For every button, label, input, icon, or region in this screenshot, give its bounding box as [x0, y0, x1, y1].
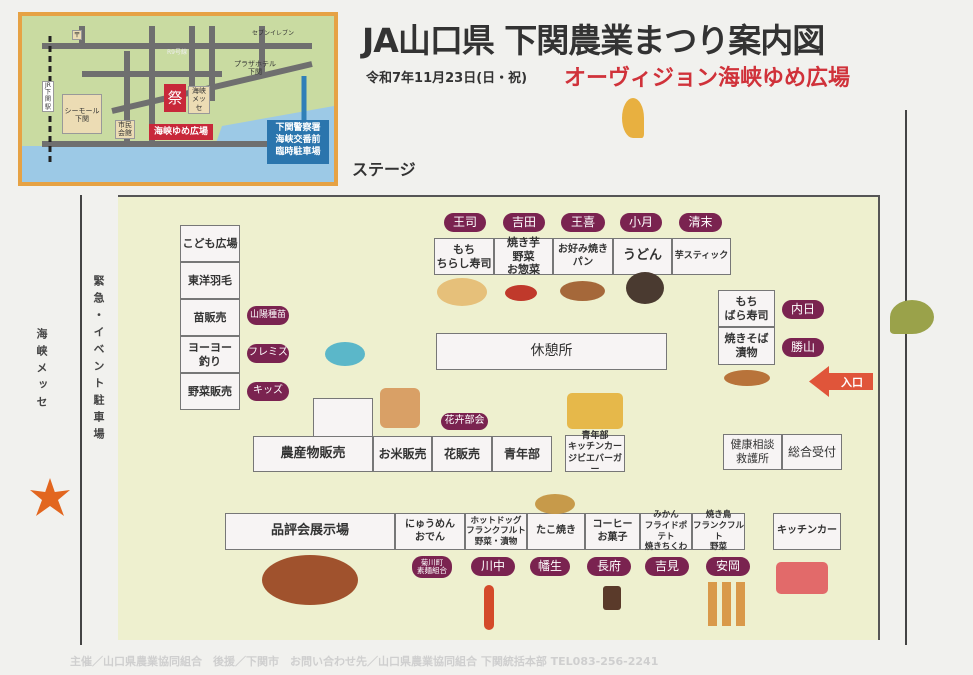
stall: みかん フライドポテト 焼きちくわ — [640, 510, 692, 552]
vendor-pill: 小月 — [620, 213, 662, 232]
stall: キッチンカー — [773, 513, 841, 550]
seven-eleven-label: セブンイレブン — [252, 30, 295, 37]
entrance-arrow: 入口 — [809, 366, 873, 397]
stall: コーヒー お菓子 — [585, 513, 640, 550]
festival-place-label: 海峡ゆめ広場 — [149, 124, 213, 140]
ginkgo-leaf-icon — [622, 98, 644, 138]
hotdog-icon — [484, 585, 494, 630]
parking-side-label: 緊急・イベント駐車場 — [92, 275, 105, 445]
footer-organizers: 主催／山口県農業協同組合 後援／下関市 お問い合わせ先／山口県農業協同組合 下関… — [70, 655, 659, 668]
vendor-pill: 吉田 — [503, 213, 545, 232]
vendor-pill: 長府 — [587, 557, 631, 576]
maple-leaf-icon — [30, 478, 70, 516]
vendor-pill: 王司 — [444, 213, 486, 232]
messe-side-label: 海峡メッセ — [35, 328, 48, 413]
stall: お好み焼き パン — [553, 238, 613, 275]
stall: うどん — [613, 238, 672, 275]
sweet-potato-icon — [505, 285, 537, 301]
vendor-pill: フレミズ — [247, 344, 289, 363]
stall: こども広場 — [180, 225, 240, 262]
leaf-icon — [890, 300, 934, 334]
stall: 焼きそば 漬物 — [718, 327, 775, 365]
parking-label: 下関警察署 海峡交番前 臨時駐車場 — [267, 120, 329, 164]
rice-bag-icon — [380, 388, 420, 428]
rest-area: 休憩所 — [436, 333, 667, 370]
vendor-pill: 幡生 — [530, 557, 570, 576]
stall: 農産物販売 — [253, 436, 373, 472]
stall: ホットドッグ フランクフルト 野菜・漬物 — [465, 513, 527, 550]
stall: にゅうめん おでん — [395, 513, 465, 550]
vendor-pill: 清末 — [679, 213, 722, 232]
vendor-pill: 川中 — [471, 557, 515, 576]
stall: 青年部 — [492, 436, 552, 472]
stall: 焼き鳥 フランクフルト 野菜 — [692, 510, 745, 553]
access-map: R9号線 セブンイレブン プラザホテル 下関 JR下関駅 シーモール 下関 市民… — [18, 12, 338, 186]
road-label: R9号線 — [167, 49, 187, 56]
divider — [905, 110, 907, 645]
page-title: JA山口県 下関農業まつり案内図 — [362, 21, 825, 60]
venue-name: オーヴィジョン海峡ゆめ広場 — [564, 66, 851, 91]
takoyaki-icon — [535, 494, 575, 514]
vendor-pill: 花卉部会 — [441, 413, 488, 430]
stall: もち ちらし寿司 — [434, 238, 494, 275]
vendor-pill: 王喜 — [561, 213, 605, 232]
food-truck-icon — [776, 562, 828, 594]
yakisoba-icon — [724, 370, 770, 386]
vendor-pill: 勝山 — [782, 338, 824, 357]
health-station: 健康相談 救護所 — [723, 434, 782, 470]
produce-basket-icon — [262, 555, 358, 605]
messe-label: 海峡 メッセ — [188, 86, 210, 114]
exhibition-hall: 品評会展示場 — [225, 513, 395, 550]
stall: もち ばら寿司 — [718, 290, 775, 327]
yoyo-pool-icon — [325, 342, 365, 366]
kitchen-car-icon — [567, 393, 623, 429]
vendor-pill: 菊川町 素麺組合 — [412, 556, 452, 578]
vendor-pill: 安岡 — [706, 557, 750, 576]
stall: 野菜販売 — [180, 373, 240, 410]
civic-hall-label: 市民 会館 — [115, 120, 135, 139]
vendor-pill: 内日 — [782, 300, 824, 319]
hotel-label: プラザホテル 下関 — [234, 60, 276, 77]
post-office-icon: 〒 — [72, 30, 82, 41]
event-date: 令和7年11月23日(日・祝) — [366, 71, 528, 86]
udon-icon — [626, 272, 664, 304]
reception: 総合受付 — [782, 434, 842, 470]
okonomiyaki-icon — [560, 281, 605, 301]
stall-extension — [313, 398, 373, 438]
entrance-label: 入口 — [841, 376, 863, 389]
stall: 東洋羽毛 — [180, 262, 240, 299]
sushi-icon — [437, 278, 487, 306]
stall: ヨーヨー 釣り — [180, 336, 240, 373]
stall: 花販売 — [432, 436, 492, 472]
stall: 芋スティック — [672, 238, 731, 275]
stall: たこ焼き — [527, 513, 585, 550]
vendor-pill: 山陽種苗 — [247, 306, 289, 325]
station-label: JR下関駅 — [42, 81, 54, 112]
stage-label: ステージ — [352, 160, 416, 179]
vendor-pill: キッズ — [247, 382, 289, 401]
divider — [80, 195, 82, 645]
seamall-label: シーモール 下関 — [62, 94, 102, 134]
festival-mark: 祭 — [164, 84, 186, 112]
stall: 焼き芋 野菜 お惣菜 — [494, 236, 553, 276]
yakitori-icon — [708, 582, 750, 626]
stall: 青年部 キッチンカー ジビエバーガー — [565, 431, 625, 475]
stall: 苗販売 — [180, 299, 240, 336]
coffee-icon — [603, 586, 621, 610]
vendor-pill: 吉見 — [645, 557, 689, 576]
stall: お米販売 — [373, 436, 432, 472]
